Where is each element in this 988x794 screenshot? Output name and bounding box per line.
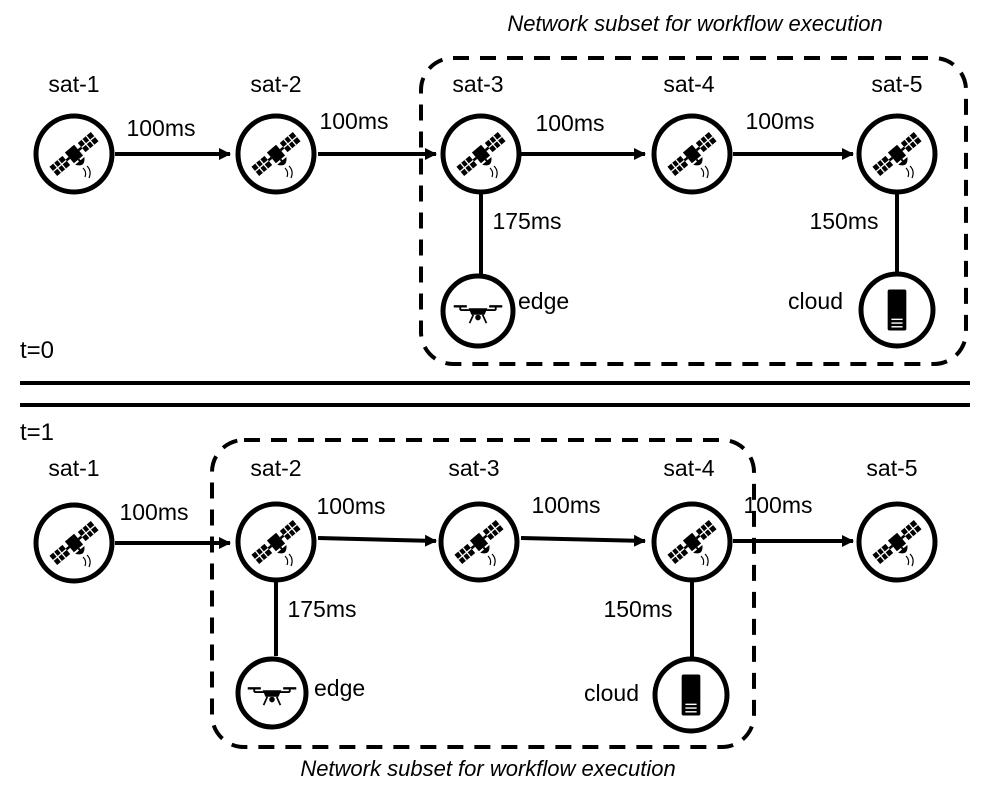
latency-label: 150ms bbox=[809, 208, 878, 234]
panel-t1: t=1 Network subset for workflow executio… bbox=[20, 419, 938, 781]
server-icon bbox=[886, 288, 908, 332]
latency-label: 100ms bbox=[743, 492, 812, 518]
latency-label: 100ms bbox=[531, 492, 600, 518]
node-label: sat-1 bbox=[48, 455, 99, 481]
server-icon bbox=[680, 673, 702, 717]
subset-caption-top: Network subset for workflow execution bbox=[507, 11, 882, 36]
latency-label: 100ms bbox=[535, 110, 604, 136]
node-label: sat-2 bbox=[250, 71, 301, 97]
workflow-subset-box-top bbox=[419, 56, 968, 366]
node-sat-1-bottom: sat-1 bbox=[33, 455, 115, 584]
workflow-subset-box-bottom bbox=[210, 438, 756, 749]
node-sat-5-top: sat-5 bbox=[856, 71, 938, 195]
latency-label: 175ms bbox=[492, 208, 561, 234]
node-edge-bottom: edge bbox=[235, 656, 365, 730]
node-label: sat-3 bbox=[448, 455, 499, 481]
latency-label: 150ms bbox=[603, 596, 672, 622]
latency-label: 175ms bbox=[287, 596, 356, 622]
node-label: sat-1 bbox=[48, 71, 99, 97]
node-edge-top: edge bbox=[440, 273, 569, 349]
node-label: edge bbox=[518, 288, 569, 314]
node-cloud-bottom: cloud bbox=[584, 656, 730, 734]
node-sat-3-bottom: sat-3 bbox=[438, 455, 520, 583]
latency-label: 100ms bbox=[316, 493, 385, 519]
node-label: sat-3 bbox=[452, 71, 503, 97]
node-label: cloud bbox=[584, 680, 639, 706]
node-label: sat-5 bbox=[871, 71, 922, 97]
node-sat-5-bottom: sat-5 bbox=[856, 455, 938, 583]
node-label: sat-5 bbox=[866, 455, 917, 481]
node-label: sat-4 bbox=[663, 71, 714, 97]
node-label: sat-2 bbox=[250, 455, 301, 481]
latency-label: 100ms bbox=[745, 108, 814, 134]
node-sat-4-bottom: sat-4 bbox=[651, 455, 733, 583]
node-sat-3-top: sat-3 bbox=[440, 71, 522, 195]
time-label-t1: t=1 bbox=[20, 419, 54, 446]
link-sat2-sat3-bottom bbox=[317, 534, 437, 547]
node-label: sat-4 bbox=[663, 455, 714, 481]
latency-label: 100ms bbox=[119, 499, 188, 525]
node-sat-4-top: sat-4 bbox=[651, 71, 733, 195]
subset-caption-bottom: Network subset for workflow execution bbox=[300, 756, 675, 781]
node-label: edge bbox=[314, 675, 365, 701]
latency-label: 100ms bbox=[126, 115, 195, 141]
node-sat-2-bottom: sat-2 bbox=[235, 455, 317, 583]
link-sat3-sat4-bottom bbox=[520, 534, 646, 547]
node-sat-1-top: sat-1 bbox=[33, 71, 115, 195]
time-label-t0: t=0 bbox=[20, 337, 54, 364]
node-sat-2-top: sat-2 bbox=[235, 71, 317, 195]
panel-t0: Network subset for workflow execution 10… bbox=[20, 11, 968, 366]
latency-label: 100ms bbox=[319, 108, 388, 134]
node-cloud-top: cloud bbox=[788, 271, 936, 349]
node-label: cloud bbox=[788, 288, 843, 314]
